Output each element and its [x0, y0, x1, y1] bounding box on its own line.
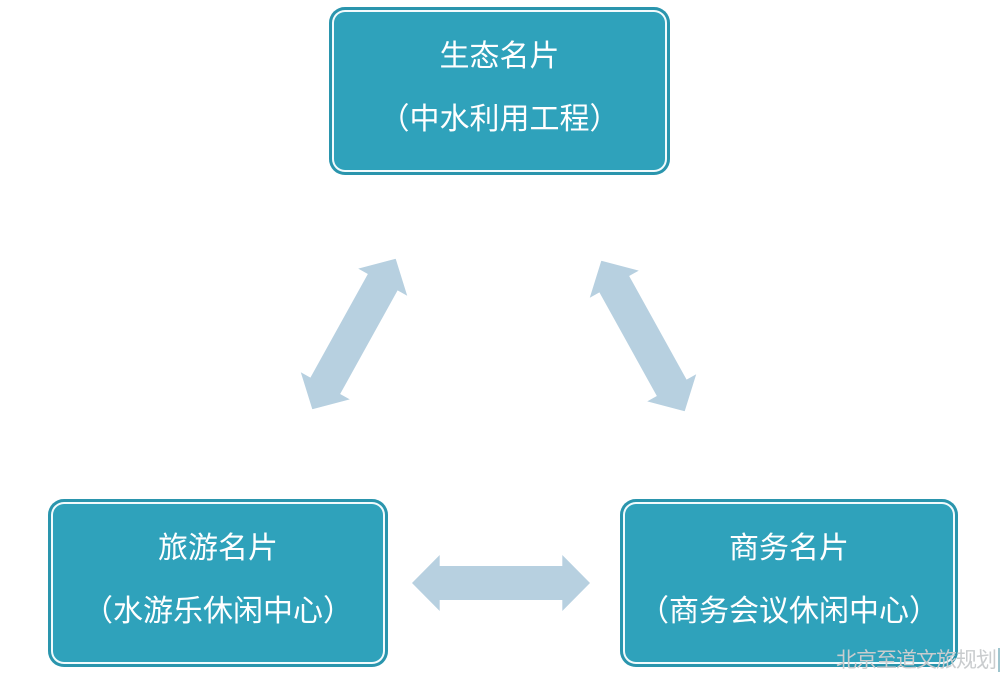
- node-business: 商务名片 （商务会议休闲中心）: [620, 499, 958, 667]
- double-arrow-ecology-tourism-icon: [287, 245, 421, 424]
- node-tourism: 旅游名片 （水游乐休闲中心）: [48, 499, 388, 667]
- node-business-subtitle: （商务会议休闲中心）: [639, 594, 939, 629]
- node-tourism-title: 旅游名片: [158, 531, 278, 566]
- watermark: 北京至道文旅规划: [836, 648, 1000, 672]
- node-ecology-title: 生态名片: [439, 39, 560, 74]
- watermark-text: 北京至道文旅规划: [836, 648, 997, 672]
- watermark-cutoff-bar: [998, 648, 1000, 672]
- double-arrow-tourism-business-icon: [412, 554, 590, 612]
- double-arrow-ecology-business-icon: [576, 247, 710, 426]
- node-tourism-subtitle: （水游乐休闲中心）: [83, 594, 353, 629]
- node-ecology-subtitle: （中水利用工程）: [379, 102, 620, 137]
- node-ecology: 生态名片 （中水利用工程）: [329, 7, 670, 175]
- node-business-title: 商务名片: [729, 531, 849, 566]
